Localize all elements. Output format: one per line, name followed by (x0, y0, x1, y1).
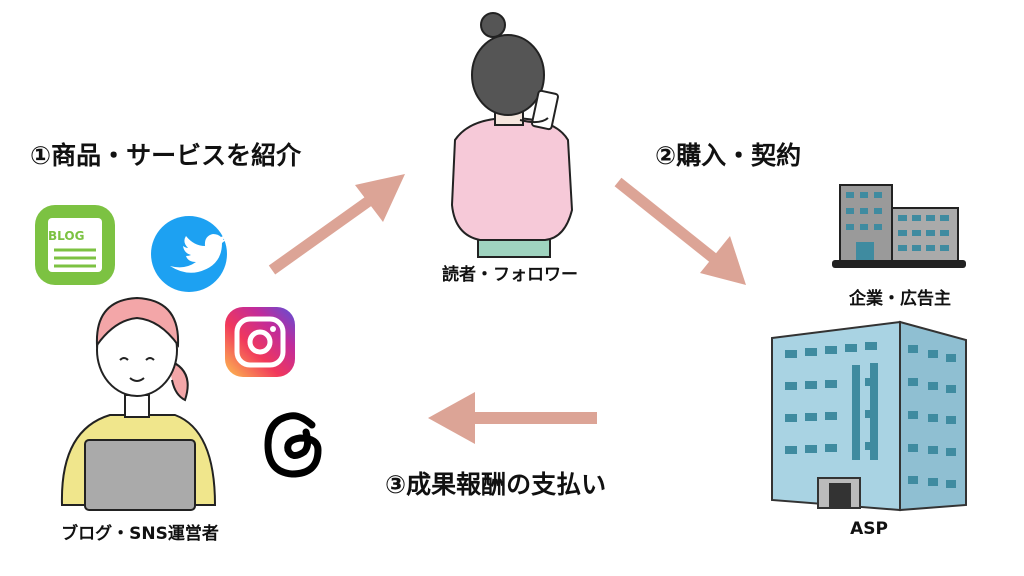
asp-label: ASP (850, 519, 888, 539)
twitter-icon (151, 216, 227, 292)
reader-label: 読者・フォロワー (442, 265, 578, 285)
threads-icon (264, 412, 322, 478)
advertiser-building (832, 184, 966, 268)
arrow-to-advertiser (614, 177, 746, 285)
blogger-illustration (60, 296, 217, 511)
reader-illustration (450, 12, 574, 258)
instagram-icon (225, 307, 295, 377)
arrow-to-reader (268, 174, 405, 275)
blogger-label: ブログ・SNS運営者 (61, 524, 219, 544)
advertiser-label: 企業・広告主 (849, 289, 951, 309)
arrow-to-blogger (428, 392, 597, 444)
step3-label: ③成果報酬の支払い (385, 470, 607, 499)
blog-icon (35, 205, 115, 285)
blog-icon-text: BLOG (48, 229, 85, 243)
step2-label: ②購入・契約 (655, 141, 802, 170)
asp-building (771, 320, 967, 512)
step1-label: ①商品・サービスを紹介 (30, 141, 302, 170)
